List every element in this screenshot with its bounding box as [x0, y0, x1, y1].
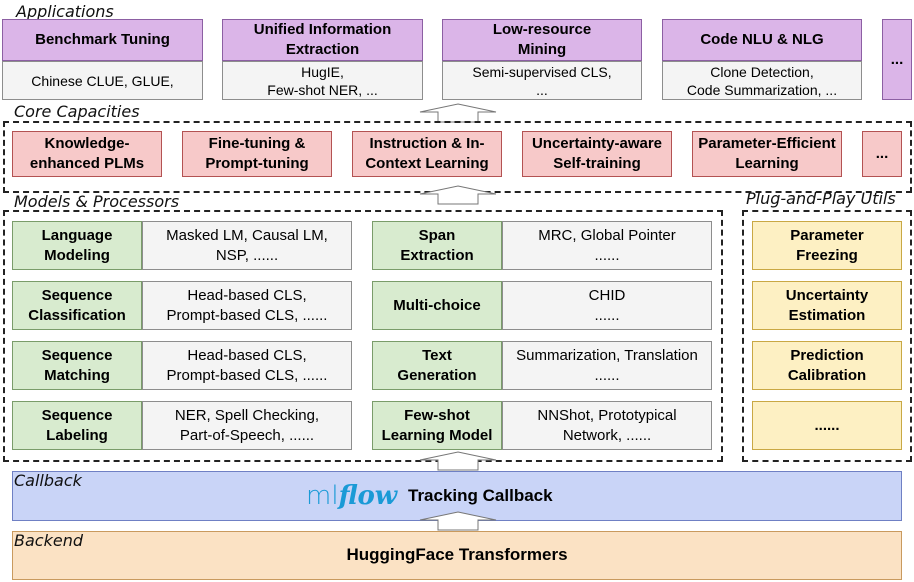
model-sequence-labeling-desc: NER, Spell Checking, Part-of-Speech, ...… [142, 401, 352, 450]
app-detail-uie: HugIE, Few-shot NER, ... [222, 61, 423, 100]
core-section-title: Core Capacities [14, 102, 140, 121]
models-section-title: Models & Processors [14, 192, 180, 211]
arrow-backend-to-callback [419, 511, 497, 531]
app-detail-low-resource: Semi-supervised CLS, ... [442, 61, 642, 100]
app-title-low-resource: Low-resource Mining [442, 19, 642, 61]
app-title-code: Code NLU & NLG [662, 19, 862, 61]
arrow-callback-to-models [419, 451, 497, 471]
applications-section-title: Applications [16, 2, 114, 21]
backend-section-title: Backend [14, 531, 83, 550]
utils-section-title: Plug-and-Play Utils [746, 189, 896, 208]
core-uncertainty-self-training: Uncertainty-aware Self-training [522, 131, 672, 177]
model-language-modeling: Language Modeling [12, 221, 142, 270]
model-few-shot-learning: Few-shot Learning Model [372, 401, 502, 450]
backend-label: HuggingFace Transformers [346, 545, 568, 564]
model-sequence-matching-desc: Head-based CLS, Prompt-based CLS, ...... [142, 341, 352, 390]
app-more: ... [882, 19, 912, 100]
app-title-uie: Unified Information Extraction [222, 19, 423, 61]
model-text-generation: Text Generation [372, 341, 502, 390]
core-knowledge-plms: Knowledge- enhanced PLMs [12, 131, 162, 177]
model-text-generation-desc: Summarization, Translation ...... [502, 341, 712, 390]
core-parameter-efficient: Parameter-Efficient Learning [692, 131, 842, 177]
model-few-shot-learning-desc: NNShot, Prototypical Network, ...... [502, 401, 712, 450]
model-multi-choice: Multi-choice [372, 281, 502, 330]
model-language-modeling-desc: Masked LM, Causal LM, NSP, ...... [142, 221, 352, 270]
backend-bar [12, 531, 902, 580]
model-span-extraction-desc: MRC, Global Pointer ...... [502, 221, 712, 270]
model-sequence-matching: Sequence Matching [12, 341, 142, 390]
utils-container [742, 210, 912, 462]
model-multi-choice-desc: CHID ...... [502, 281, 712, 330]
callback-section-title: Callback [14, 471, 82, 490]
arrow-core-to-apps [419, 103, 497, 123]
core-instruction-icl: Instruction & In- Context Learning [352, 131, 502, 177]
model-sequence-classification-desc: Head-based CLS, Prompt-based CLS, ...... [142, 281, 352, 330]
model-sequence-classification: Sequence Classification [12, 281, 142, 330]
util-uncertainty-estimation: Uncertainty Estimation [752, 281, 902, 330]
callback-label: Tracking Callback [408, 486, 553, 505]
core-more: ... [862, 131, 902, 177]
app-title-benchmark: Benchmark Tuning [2, 19, 203, 61]
arrow-models-to-core [419, 185, 497, 205]
mlflow-logo-ml: ml [306, 481, 339, 511]
util-prediction-calibration: Prediction Calibration [752, 341, 902, 390]
model-sequence-labeling: Sequence Labeling [12, 401, 142, 450]
core-fine-tuning: Fine-tuning & Prompt-tuning [182, 131, 332, 177]
app-detail-code: Clone Detection, Code Summarization, ... [662, 61, 862, 100]
model-span-extraction: Span Extraction [372, 221, 502, 270]
mlflow-logo-flow: flow [338, 481, 398, 511]
app-detail-benchmark: Chinese CLUE, GLUE, [2, 61, 203, 100]
util-parameter-freezing: Parameter Freezing [752, 221, 902, 270]
models-processors-container [3, 210, 723, 462]
util-more: ...... [752, 401, 902, 450]
